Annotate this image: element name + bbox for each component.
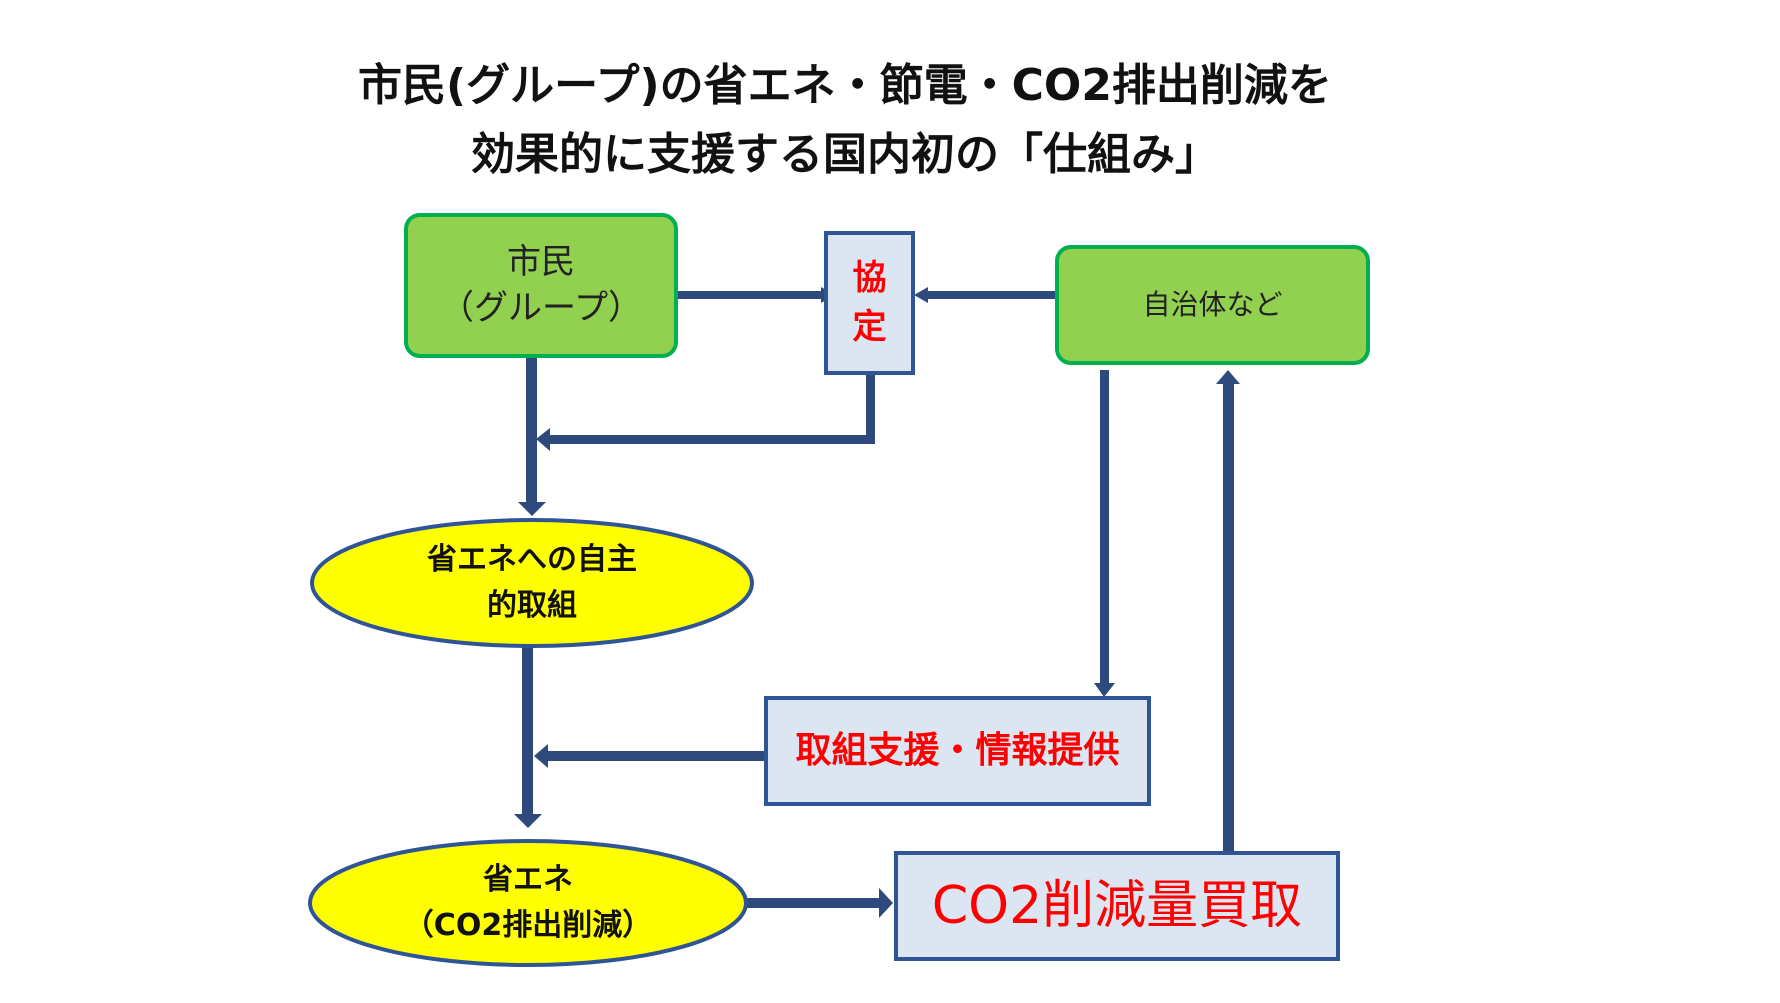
arrowhead-reduction (514, 814, 542, 828)
support-label: 取組支援・情報提供 (766, 698, 1149, 804)
arrowhead-agreement-right (914, 287, 928, 303)
diagram-title-line-2: 効果的に支援する国内初の「仕組み」 (471, 129, 1219, 180)
diagram-title-line-1: 市民(グループ)の省エネ・節電・CO2排出削減を (358, 60, 1332, 111)
purchase-label-text: CO2削減量買取 (931, 875, 1303, 936)
agreement-label-line-2: 定 (852, 307, 887, 347)
agreement-label-line-1: 協 (852, 257, 887, 298)
arrow-voluntary-to-reduction (522, 646, 533, 816)
connector-agreement-down (866, 373, 875, 443)
citizen-label-line-1: 市民 (507, 241, 575, 282)
municipality-label-text: 自治体など (1142, 288, 1283, 322)
arrowhead-support (534, 744, 548, 768)
reduction-label-line-2: （CO2排出削減） (403, 908, 653, 943)
voluntary-ellipse (310, 518, 754, 648)
arrowhead-support-top (1094, 683, 1115, 697)
purchase-label: CO2削減量買取 (896, 853, 1338, 959)
arrow-municipality-to-agreement (928, 291, 1055, 299)
reduction-label-line-1: 省エネ (483, 861, 573, 897)
support-box (764, 696, 1151, 806)
voluntary-label-line-2: 的取組 (487, 588, 577, 623)
citizen-label: 市民 （グループ） (406, 215, 676, 356)
arrow-support-to-flow (546, 751, 768, 761)
reduction-label: 省エネ （CO2排出削減） (310, 841, 746, 965)
arrow-citizen-to-voluntary (526, 356, 537, 504)
reduction-ellipse (308, 839, 748, 967)
arrowhead-municipality (1216, 370, 1240, 384)
arrowhead-voluntary (518, 502, 546, 516)
arrowhead-agreement-merge (536, 428, 550, 451)
voluntary-label: 省エネへの自主 的取組 (312, 520, 752, 646)
connectors (514, 287, 1240, 918)
connector-agreement-left (548, 435, 875, 444)
arrow-reduction-to-purchase (743, 898, 881, 908)
arrow-municipality-to-support (1100, 370, 1109, 685)
citizen-label-line-2: （グループ） (440, 287, 642, 328)
voluntary-label-line-1: 省エネへの自主 (427, 541, 637, 577)
arrow-citizen-to-agreement (675, 291, 821, 299)
citizen-box (404, 213, 678, 358)
agreement-label: 協 定 (826, 233, 913, 373)
municipality-label: 自治体など (1057, 247, 1368, 363)
agreement-box (824, 231, 915, 375)
arrowhead-purchase (879, 888, 893, 918)
purchase-box (894, 851, 1340, 961)
support-label-text: 取組支援・情報提供 (795, 729, 1120, 771)
arrow-purchase-to-municipality (1223, 382, 1234, 852)
municipality-box (1055, 245, 1370, 365)
